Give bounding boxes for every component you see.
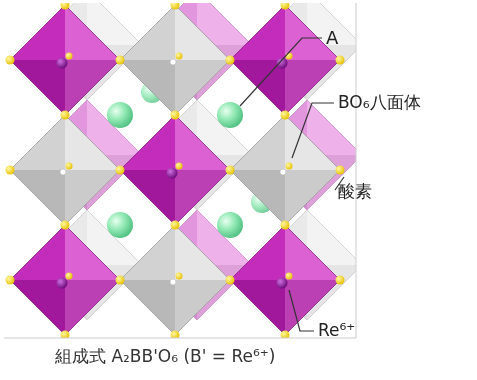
site-label: A bbox=[326, 27, 338, 49]
polyhedron-label: BO₆八面体 bbox=[338, 92, 421, 112]
ion-label: Re⁶⁺ bbox=[318, 320, 355, 340]
atom-label: 酸素 bbox=[338, 181, 372, 201]
caption: 組成式 A₂BB'O₆ (B' = Re⁶⁺) bbox=[55, 346, 275, 366]
leader-lines bbox=[240, 38, 344, 331]
